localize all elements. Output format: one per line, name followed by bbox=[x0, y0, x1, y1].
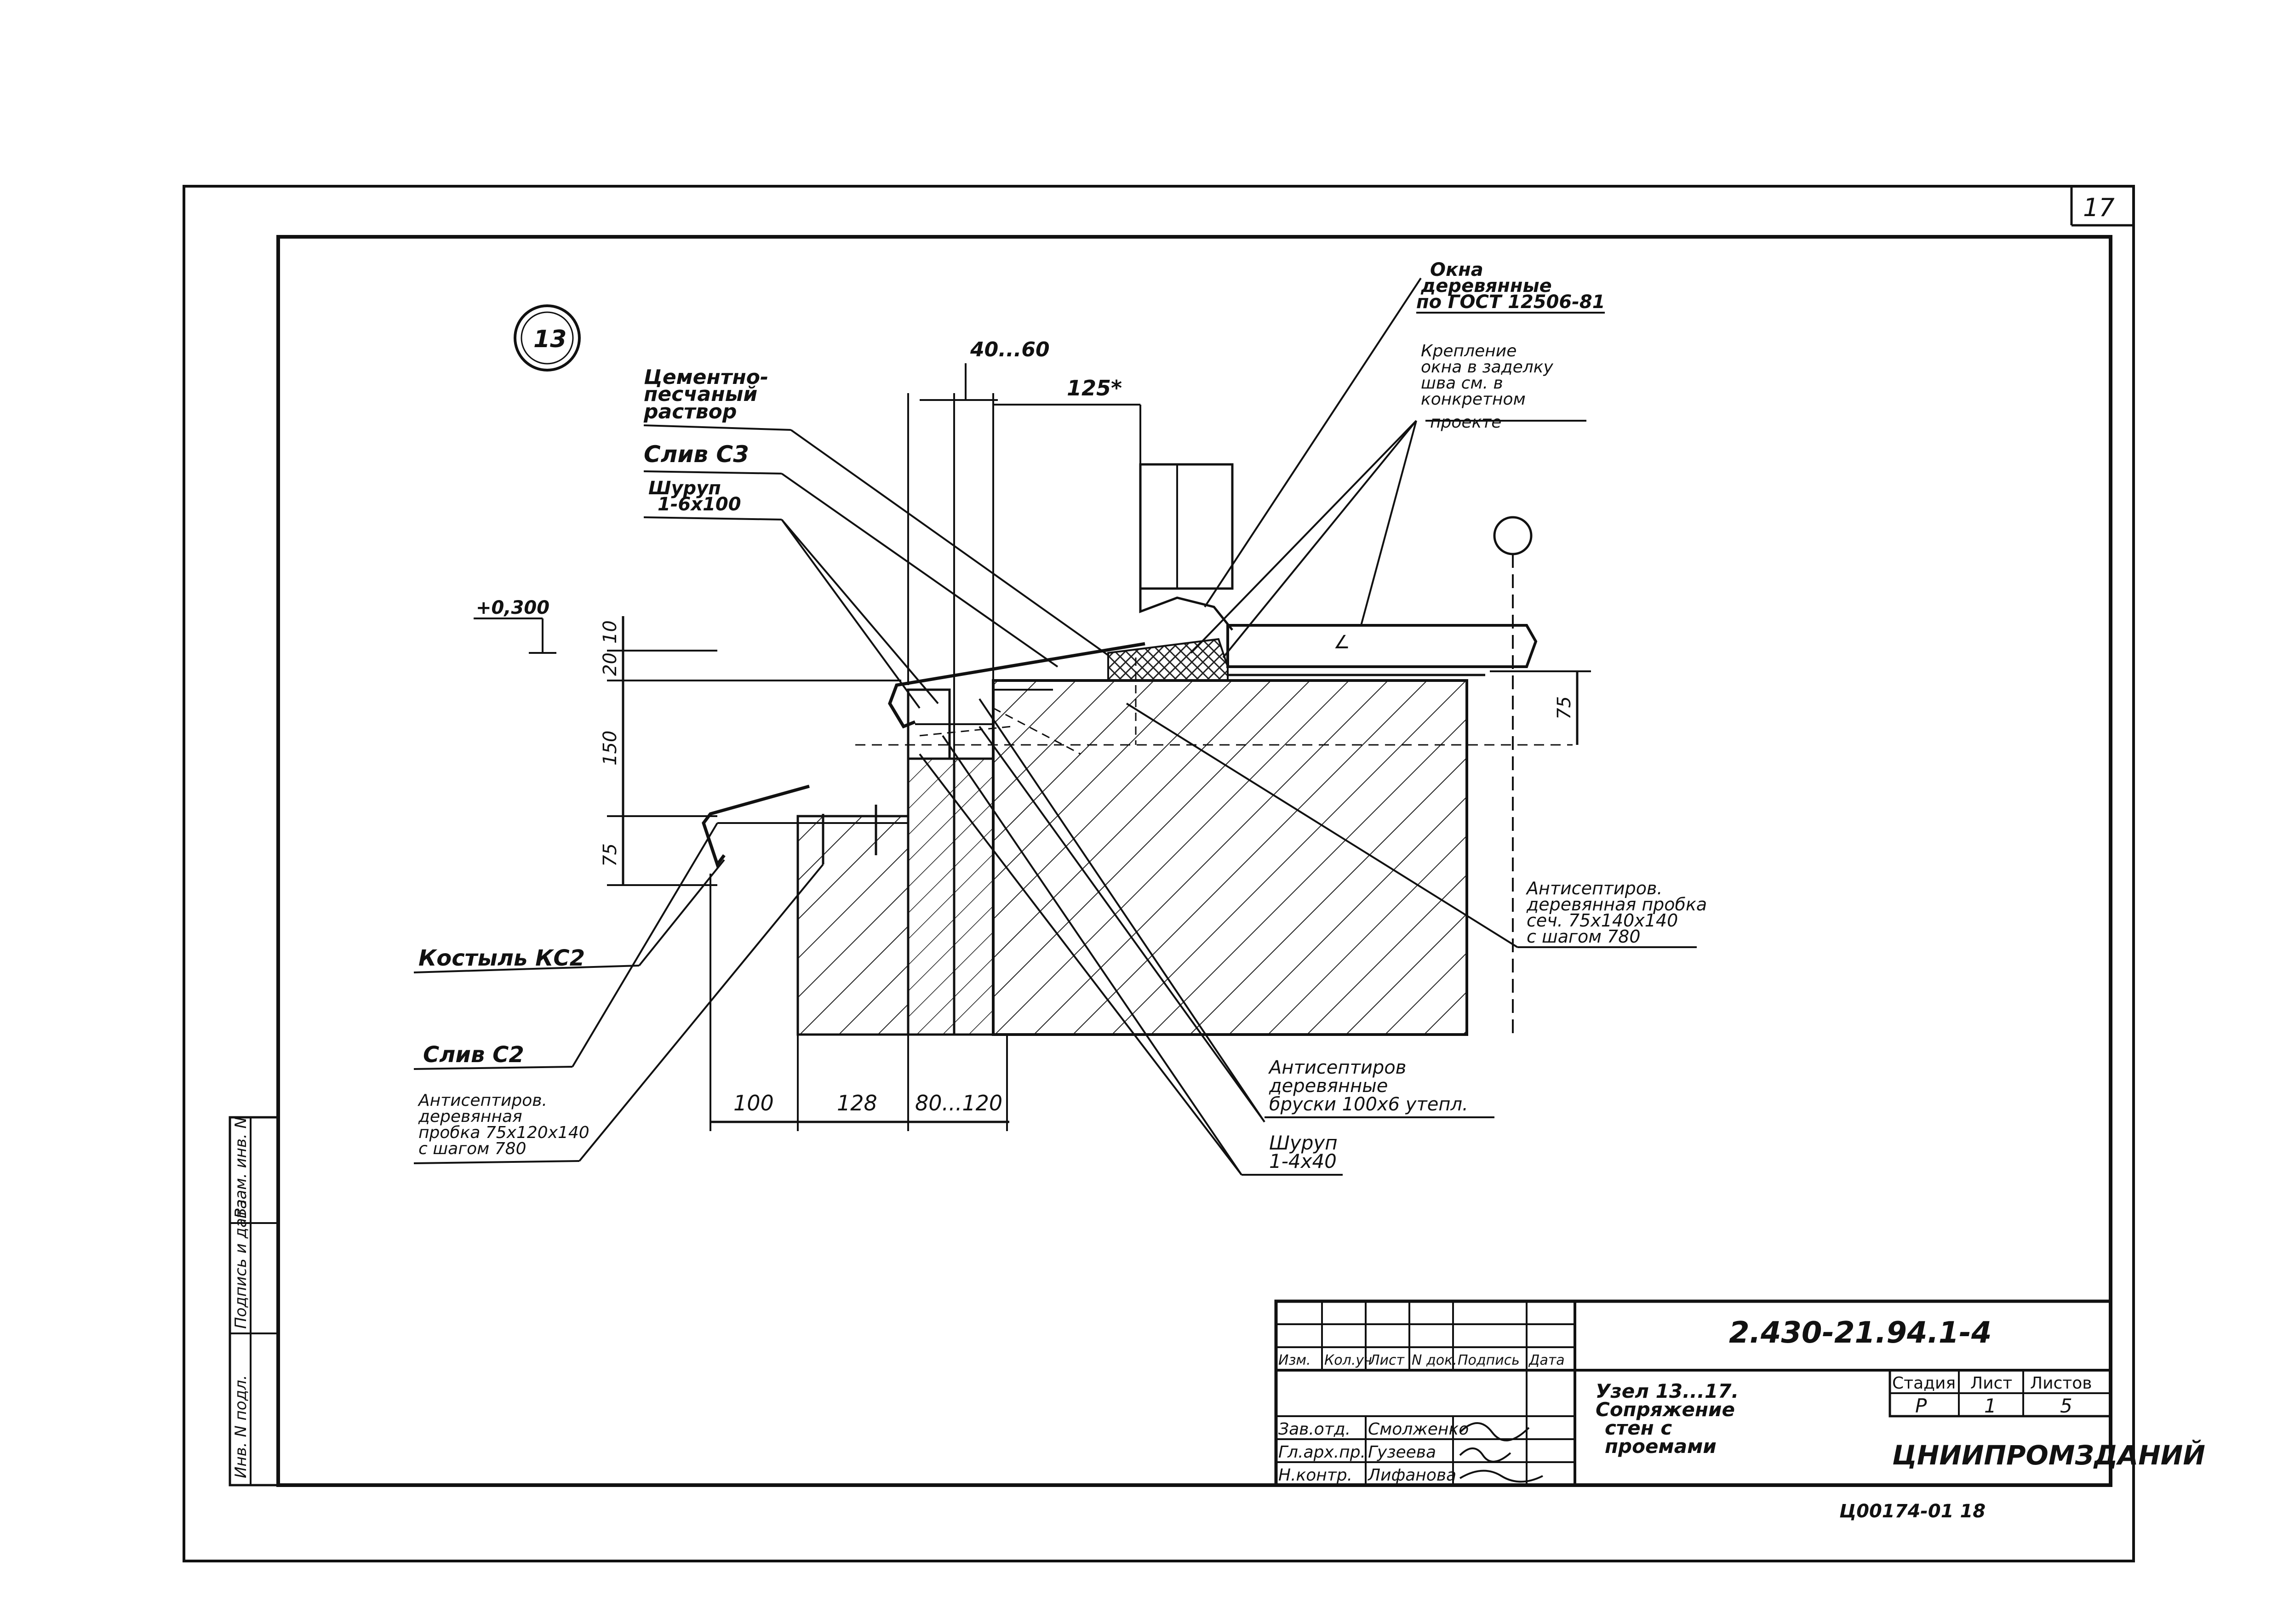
bars-label-1: Антисептиров bbox=[1268, 1057, 1406, 1078]
annotations: Цементно- песчаный раствор Слив С3 Шуруп… bbox=[418, 259, 1707, 1176]
windows-label-1: Окна bbox=[1430, 259, 1483, 280]
bars-label-3: бруски 100х6 утепл. bbox=[1269, 1094, 1468, 1115]
side-stamp: Инв. N подл. Подпись и дата Взам. инв. N bbox=[229, 1116, 280, 1487]
signer-name-3: Лифанова bbox=[1367, 1466, 1456, 1485]
dimension-lines: 10 20 150 75 +0,300 75 40...60 125* 100 … bbox=[474, 338, 1591, 1131]
sill-c3-label: Слив С3 bbox=[644, 441, 749, 468]
right-gasket-label-4: с шагом 780 bbox=[1527, 926, 1641, 947]
stamp-inventory-label: Инв. N подл. bbox=[232, 1375, 250, 1478]
slab-mark: ∠ bbox=[1333, 632, 1350, 653]
title-block: Изм. Кол.уч Лист N док. Подпись Дата Зав… bbox=[1274, 1299, 2205, 1487]
screw-bottom-label-1: Шуруп bbox=[1269, 1132, 1338, 1154]
fixing-label-2: окна в заделку bbox=[1421, 358, 1553, 377]
windows-label-3: по ГОСТ 12506-81 bbox=[1416, 292, 1605, 313]
mortar-layer bbox=[1107, 638, 1229, 681]
screw-top-label-2: 1-6х100 bbox=[658, 494, 741, 515]
wall-section: ∠ bbox=[702, 463, 1573, 1036]
fixing-label-4: конкретном bbox=[1421, 390, 1526, 409]
organization: ЦНИИПРОМЗДАНИЙ bbox=[1892, 1439, 2205, 1471]
right-gasket-label-2: деревянная пробка bbox=[1526, 894, 1707, 915]
page-number-box: 17 bbox=[2070, 186, 2134, 227]
signer-role-1: Зав.отд. bbox=[1278, 1420, 1351, 1439]
signature-1 bbox=[1459, 1422, 1530, 1441]
wood-layer bbox=[907, 757, 956, 1036]
signer-role-3: Н.контр. bbox=[1278, 1466, 1352, 1485]
dim-80-120: 80...120 bbox=[915, 1091, 1002, 1115]
title-line-1: Узел 13...17. bbox=[1596, 1380, 1739, 1402]
concrete-sill-slab bbox=[1226, 624, 1538, 668]
page-number: 17 bbox=[2083, 193, 2115, 222]
tb-header-ndok: N док. bbox=[1412, 1352, 1457, 1368]
leader-lines bbox=[413, 277, 1586, 1176]
lower-brick-block bbox=[796, 815, 910, 1036]
stamp-signature-label: Подпись и дата bbox=[232, 1199, 250, 1329]
window-frame bbox=[1139, 463, 1234, 590]
right-gasket-label-1: Антисептиров. bbox=[1525, 878, 1662, 898]
sheets-header: Листов bbox=[2030, 1374, 2092, 1393]
dim-top-gap: 40...60 bbox=[970, 338, 1050, 361]
screw-bottom-label-2: 1-4х40 bbox=[1269, 1150, 1337, 1172]
dim-75-right: 75 bbox=[1554, 696, 1575, 720]
outer-frame bbox=[183, 185, 2135, 1562]
node-label-text: 13 bbox=[533, 326, 567, 353]
screw-top-label-1: Шуруп bbox=[648, 478, 721, 499]
sill-c2-label: Слив С2 bbox=[423, 1042, 524, 1068]
title-line-4: проемами bbox=[1605, 1435, 1717, 1458]
signer-role-2: Гл.арх.пр. bbox=[1278, 1443, 1366, 1462]
signer-name-1: Смолженко bbox=[1368, 1420, 1469, 1439]
dim-10: 10 bbox=[600, 620, 621, 644]
mortar-label-1: Цементно- bbox=[644, 366, 768, 389]
dim-128: 128 bbox=[837, 1091, 877, 1115]
bars-label-2: деревянные bbox=[1269, 1075, 1388, 1097]
mortar-label-3: раствор bbox=[643, 400, 737, 423]
signature-2 bbox=[1459, 1447, 1511, 1463]
left-gasket-label-2: деревянная bbox=[418, 1107, 522, 1126]
inventory-number: Ц00174-01 18 bbox=[1839, 1501, 1986, 1522]
sheets-total-value: 5 bbox=[2060, 1395, 2072, 1417]
tb-header-list: Лист bbox=[1369, 1352, 1405, 1368]
node-label-13: 13 bbox=[514, 304, 581, 372]
doc-code: 2.430-21.94.1-4 bbox=[1729, 1316, 1991, 1350]
crutch-label: Костыль КС2 bbox=[418, 945, 585, 971]
sheet-value: 1 bbox=[1984, 1395, 1997, 1417]
signature-3 bbox=[1459, 1470, 1543, 1483]
fixing-label-3: шва см. в bbox=[1421, 374, 1503, 393]
left-gasket-label-1: Антисептиров. bbox=[418, 1091, 547, 1110]
level-marker bbox=[1493, 516, 1533, 555]
level-mark: +0,300 bbox=[476, 597, 549, 618]
stage-value: Р bbox=[1915, 1395, 1927, 1417]
tb-header-data: Дата bbox=[1528, 1352, 1565, 1368]
stage-header: Стадия bbox=[1892, 1374, 1956, 1393]
dim-offset: 125* bbox=[1067, 376, 1122, 400]
left-gasket-label-4: с шагом 780 bbox=[418, 1139, 526, 1158]
signer-name-2: Гузеева bbox=[1368, 1443, 1436, 1462]
dim-100: 100 bbox=[733, 1091, 774, 1115]
title-line-2: Сопряжение bbox=[1596, 1398, 1735, 1421]
title-line-3: стен с bbox=[1605, 1417, 1672, 1439]
drip-sill-c2 bbox=[702, 784, 810, 868]
mortar-label-2: песчаный bbox=[644, 383, 757, 406]
dim-20: 20 bbox=[600, 652, 621, 676]
insulation-layer bbox=[953, 757, 995, 1036]
tb-header-kol: Кол.уч bbox=[1324, 1352, 1372, 1368]
right-gasket-label-3: сеч. 75х140х140 bbox=[1527, 910, 1678, 931]
brick-wall bbox=[992, 679, 1468, 1036]
left-gasket-label-3: пробка 75х120х140 bbox=[418, 1123, 589, 1142]
tb-header-izm: Изм. bbox=[1278, 1352, 1311, 1368]
stamp-replace-label: Взам. инв. N bbox=[232, 1117, 250, 1218]
windows-label-2: деревянные bbox=[1420, 275, 1552, 297]
sheet-header: Лист bbox=[1970, 1374, 2012, 1393]
dim-75: 75 bbox=[600, 843, 621, 867]
fixing-label-5: проекте bbox=[1430, 413, 1501, 432]
tb-header-podp: Подпись bbox=[1458, 1352, 1520, 1368]
fixing-label-1: Крепление bbox=[1421, 342, 1516, 360]
inner-frame bbox=[276, 235, 2112, 1487]
dim-150: 150 bbox=[600, 731, 621, 766]
